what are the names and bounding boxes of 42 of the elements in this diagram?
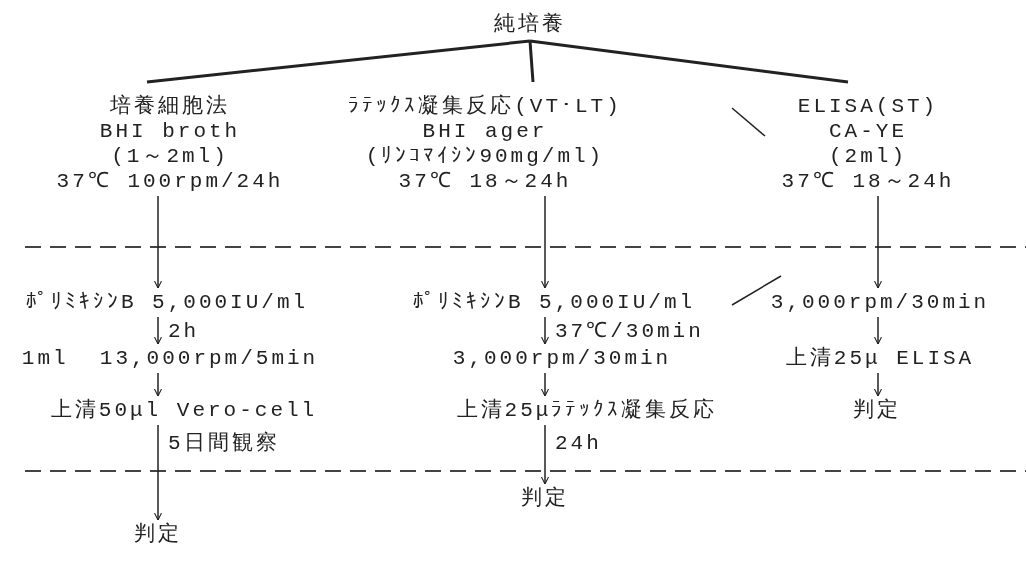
arrow <box>541 372 550 397</box>
step-text: 37℃ 100rpm/24h <box>56 169 284 194</box>
step-text: 3,000rpm/30min <box>770 290 990 315</box>
step-text: ﾎﾟﾘﾐｷｼﾝB 5,000IU/ml <box>412 290 696 315</box>
arrow <box>874 372 883 397</box>
branch-line <box>529 39 849 84</box>
step-text: ﾎﾟﾘﾐｷｼﾝB 5,000IU/ml <box>25 290 309 315</box>
edge-label: 37℃/30min <box>555 319 704 344</box>
step-text: 判定 <box>134 522 182 547</box>
arrow <box>154 316 163 345</box>
edge-label: 5日間観察 <box>168 431 280 456</box>
arrow <box>154 424 163 521</box>
arrow <box>541 195 550 289</box>
method-heading: ﾗﾃｯｸｽ凝集反応(VT･LT) <box>348 94 622 119</box>
step-text: 上清25μﾗﾃｯｸｽ凝集反応 <box>456 398 718 423</box>
step-text: 37℃ 18～24h <box>781 169 955 194</box>
step-text: BHI ager <box>422 119 548 144</box>
step-text: CA-YE <box>829 119 907 144</box>
arrow <box>874 195 883 289</box>
edge-label: 2h <box>168 319 200 344</box>
arrow <box>541 316 550 345</box>
step-text: 判定 <box>521 486 569 511</box>
arrow <box>154 372 163 397</box>
branch-line <box>146 39 531 84</box>
step-text: 上清50μl Vero-cell <box>50 398 318 423</box>
step-text: (2ml) <box>829 144 907 169</box>
method-heading: ELISA(ST) <box>797 94 939 119</box>
step-text: 判定 <box>853 398 901 423</box>
step-text: (ﾘﾝｺﾏｲｼﾝ90mg/ml) <box>365 144 605 169</box>
step-text: 37℃ 18～24h <box>398 169 572 194</box>
method-heading: 培養細胞法 <box>110 94 230 119</box>
step-text: 1ml 13,000rpm/5min <box>21 346 319 371</box>
arrow <box>541 424 550 485</box>
branch-line <box>528 40 535 83</box>
step-text: BHI broth <box>99 119 241 144</box>
heading-text: 純培養 <box>494 12 566 37</box>
arrow <box>154 195 163 289</box>
step-text: (1～2ml) <box>111 144 229 169</box>
step-text: 上清25μ ELISA <box>785 346 975 371</box>
arrow <box>874 316 883 345</box>
step-text: 3,000rpm/30min <box>452 346 672 371</box>
edge-label: 24h <box>555 431 602 456</box>
